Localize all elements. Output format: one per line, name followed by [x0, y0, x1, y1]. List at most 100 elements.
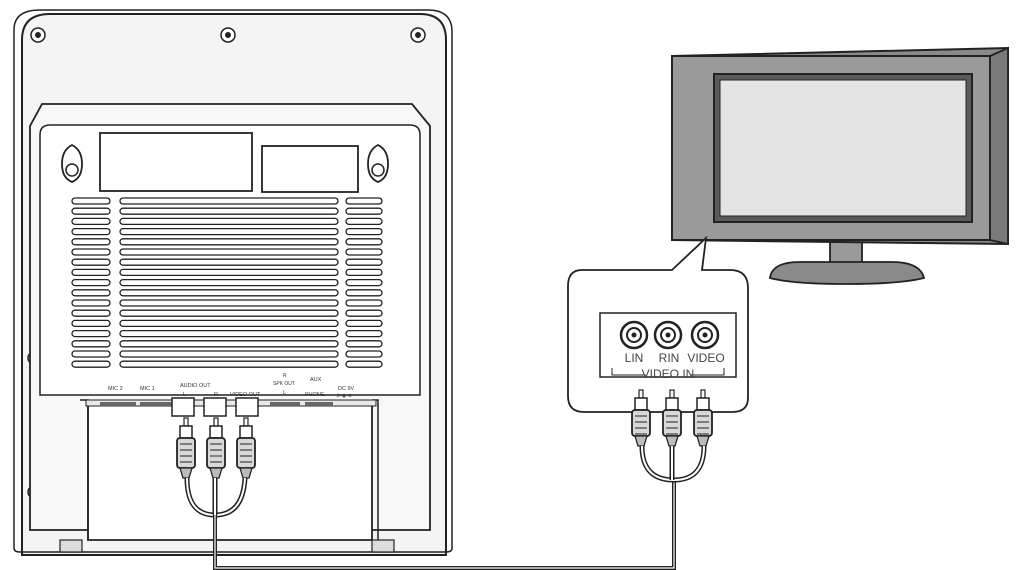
vent-slot [345, 319, 383, 328]
vent-slot [119, 299, 339, 307]
vent-grille [71, 197, 383, 368]
vent-slot [345, 207, 383, 215]
video-label: VIDEO [687, 351, 724, 365]
video-out-jack[interactable] [235, 397, 259, 417]
rca-plug-tv-video[interactable] [693, 389, 713, 447]
port-label-mic2: MIC 2 [108, 386, 123, 392]
audio-out-l-jack[interactable] [171, 397, 195, 417]
vent-slot [345, 278, 383, 287]
tv-jack-callout: LIN RIN VIDEO VIDEO IN [567, 235, 749, 413]
dc-polarity-icon: ⊖-◉-⊕ [336, 393, 352, 399]
mic1-port[interactable] [140, 402, 176, 406]
vent-slot [119, 217, 339, 226]
video-in-group-label: VIDEO IN [642, 367, 695, 381]
tv-screen [719, 79, 967, 217]
phone-port[interactable] [305, 402, 333, 406]
vent-slot [71, 197, 111, 205]
vent-slot [71, 278, 111, 287]
vent-slot [71, 268, 111, 277]
tv-stand-base [769, 261, 926, 285]
vent-slot [119, 329, 339, 338]
vent-slot [119, 207, 339, 215]
label-plate [261, 145, 359, 193]
vent-slot [119, 238, 339, 246]
vent-slot [345, 340, 383, 348]
vent-slot [71, 319, 111, 328]
vent-slot [119, 278, 339, 287]
label-plate [99, 132, 253, 192]
port-label-spk-out: SPK OUT [273, 381, 295, 387]
vent-slot [71, 227, 111, 236]
vent-slot [119, 319, 339, 328]
vent-slot [71, 207, 111, 215]
vent-slot [119, 258, 339, 266]
rca-plug-tv-rin[interactable] [662, 389, 682, 447]
audio-out-r-jack[interactable] [203, 397, 227, 417]
port-label-audio-out-l: L [183, 392, 186, 398]
vent-slot [345, 289, 383, 297]
vent-slot [345, 299, 383, 307]
vent-slot [71, 248, 111, 256]
port-label-aux: AUX [310, 377, 322, 383]
port-label-audio-out-r: R [214, 392, 218, 398]
vent-slot [119, 268, 339, 277]
vent-slot [119, 360, 339, 368]
vent-slot [119, 197, 339, 205]
spk-out-port[interactable] [270, 402, 300, 406]
foot-left [59, 539, 83, 553]
lin-label: LIN [625, 351, 644, 365]
port-label-video-out: VIDEO OUT [230, 392, 261, 398]
port-label-phone: PHONE [305, 392, 325, 398]
television [671, 46, 1009, 285]
vent-slot [345, 360, 383, 368]
vent-slot [71, 238, 111, 246]
rca-plug-audio-r[interactable] [206, 417, 226, 479]
rin-label: RIN [659, 351, 680, 365]
vent-slot [119, 289, 339, 297]
tv-cable [639, 445, 707, 483]
foot-right [371, 539, 395, 553]
keyhole-icon [61, 143, 83, 183]
rca-plug-tv-lin[interactable] [631, 389, 651, 447]
vent-slot [71, 217, 111, 226]
vent-slot [71, 289, 111, 297]
vent-slot [71, 309, 111, 317]
vent-slot [71, 360, 111, 368]
vent-slot [71, 340, 111, 348]
device-rca-plugs [176, 417, 256, 479]
tv-rca-plugs [631, 389, 713, 447]
screw-icon [30, 27, 46, 43]
vent-slot [71, 258, 111, 266]
lin-jack[interactable] [619, 320, 649, 350]
rca-plug-video[interactable] [236, 417, 256, 479]
vent-slot [119, 340, 339, 348]
screw-icon [220, 27, 236, 43]
vent-slot [71, 350, 111, 358]
device-back-panel: MIC 2 MIC 1 AUDIO OUT L R VIDEO OUT R SP… [13, 9, 453, 556]
vent-slot [345, 258, 383, 266]
vent-slot [119, 309, 339, 317]
vent-slot [71, 299, 111, 307]
vent-slot [345, 350, 383, 358]
vent-slot [345, 309, 383, 317]
vent-slot [345, 329, 383, 338]
vent-slot [345, 238, 383, 246]
port-label-mic1: MIC 1 [140, 386, 155, 392]
rin-jack[interactable] [653, 320, 683, 350]
port-label-audio-out: AUDIO OUT [180, 383, 211, 389]
screw-icon [410, 27, 426, 43]
port-labels: MIC 2 MIC 1 AUDIO OUT L R VIDEO OUT R SP… [108, 373, 355, 399]
vent-slot [345, 268, 383, 277]
vent-slot [345, 197, 383, 205]
rca-plug-audio-l[interactable] [176, 417, 196, 479]
vent-slot [345, 227, 383, 236]
port-label-spk-r: R [283, 373, 287, 379]
mic2-port[interactable] [100, 402, 136, 406]
vent-slot [119, 350, 339, 358]
port-label-dc-in: DC 9V [338, 386, 355, 392]
vent-slot [119, 248, 339, 256]
vent-slot [71, 329, 111, 338]
video-in-jack[interactable] [690, 320, 720, 350]
vent-slot [119, 227, 339, 236]
